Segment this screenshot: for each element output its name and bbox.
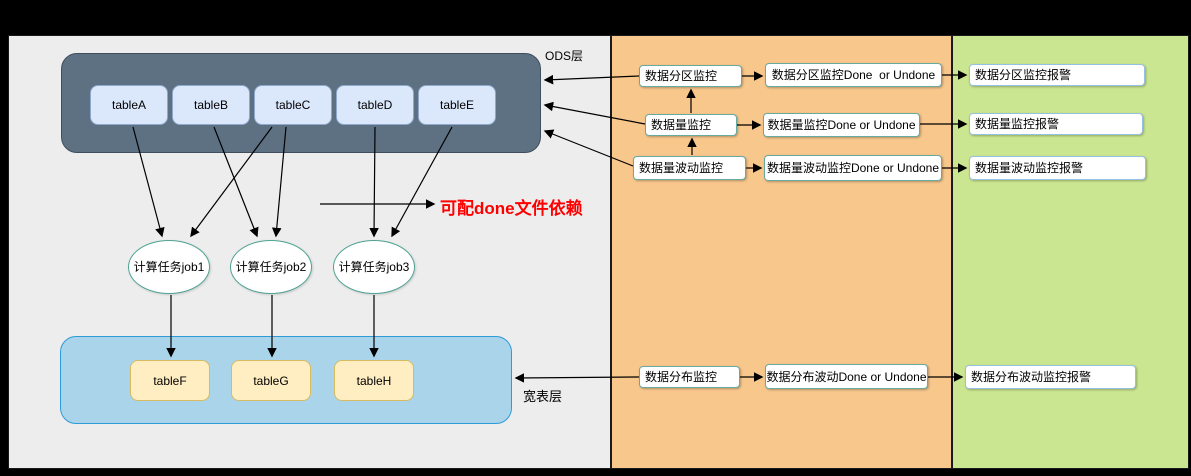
done-dependency-note: 可配done文件依赖 xyxy=(440,199,583,218)
alarm-partition[interactable]: 数据分区监控报警 xyxy=(969,64,1145,86)
monitor-volume[interactable]: 数据量监控 xyxy=(645,114,737,136)
status-volume-fluctuation[interactable]: 数据量波动监控Done or Undone xyxy=(764,155,942,181)
table-node-f[interactable]: tableF xyxy=(130,360,210,401)
monitor-partition[interactable]: 数据分区监控 xyxy=(639,65,742,87)
table-node-d[interactable]: tableD xyxy=(336,85,414,125)
table-node-e[interactable]: tableE xyxy=(418,85,496,125)
alarm-distribution[interactable]: 数据分布波动监控报警 xyxy=(965,365,1136,389)
job-node-2[interactable]: 计算任务job2 xyxy=(230,240,312,294)
table-node-c[interactable]: tableC xyxy=(254,85,332,125)
table-node-g[interactable]: tableG xyxy=(231,360,311,401)
monitor-volume-fluctuation[interactable]: 数据量波动监控 xyxy=(633,156,746,180)
monitor-panel xyxy=(611,35,952,469)
wide-layer-label: 宽表层 xyxy=(523,389,563,404)
table-node-h[interactable]: tableH xyxy=(334,360,414,401)
table-node-a[interactable]: tableA xyxy=(90,85,168,125)
alarm-panel xyxy=(952,35,1189,469)
job-node-3[interactable]: 计算任务job3 xyxy=(333,240,415,294)
status-volume[interactable]: 数据量监控Done or Undone xyxy=(763,113,920,137)
job-node-1[interactable]: 计算任务job1 xyxy=(128,240,210,294)
alarm-volume[interactable]: 数据量监控报警 xyxy=(969,113,1143,135)
status-distribution[interactable]: 数据分布波动Done or Undone xyxy=(765,364,928,389)
status-partition[interactable]: 数据分区监控Done or Undone xyxy=(765,63,942,87)
monitor-distribution[interactable]: 数据分布监控 xyxy=(639,366,740,388)
ods-layer-label: ODS层 xyxy=(545,49,584,63)
table-node-b[interactable]: tableB xyxy=(172,85,250,125)
alarm-volume-fluctuation[interactable]: 数据量波动监控报警 xyxy=(969,156,1146,180)
